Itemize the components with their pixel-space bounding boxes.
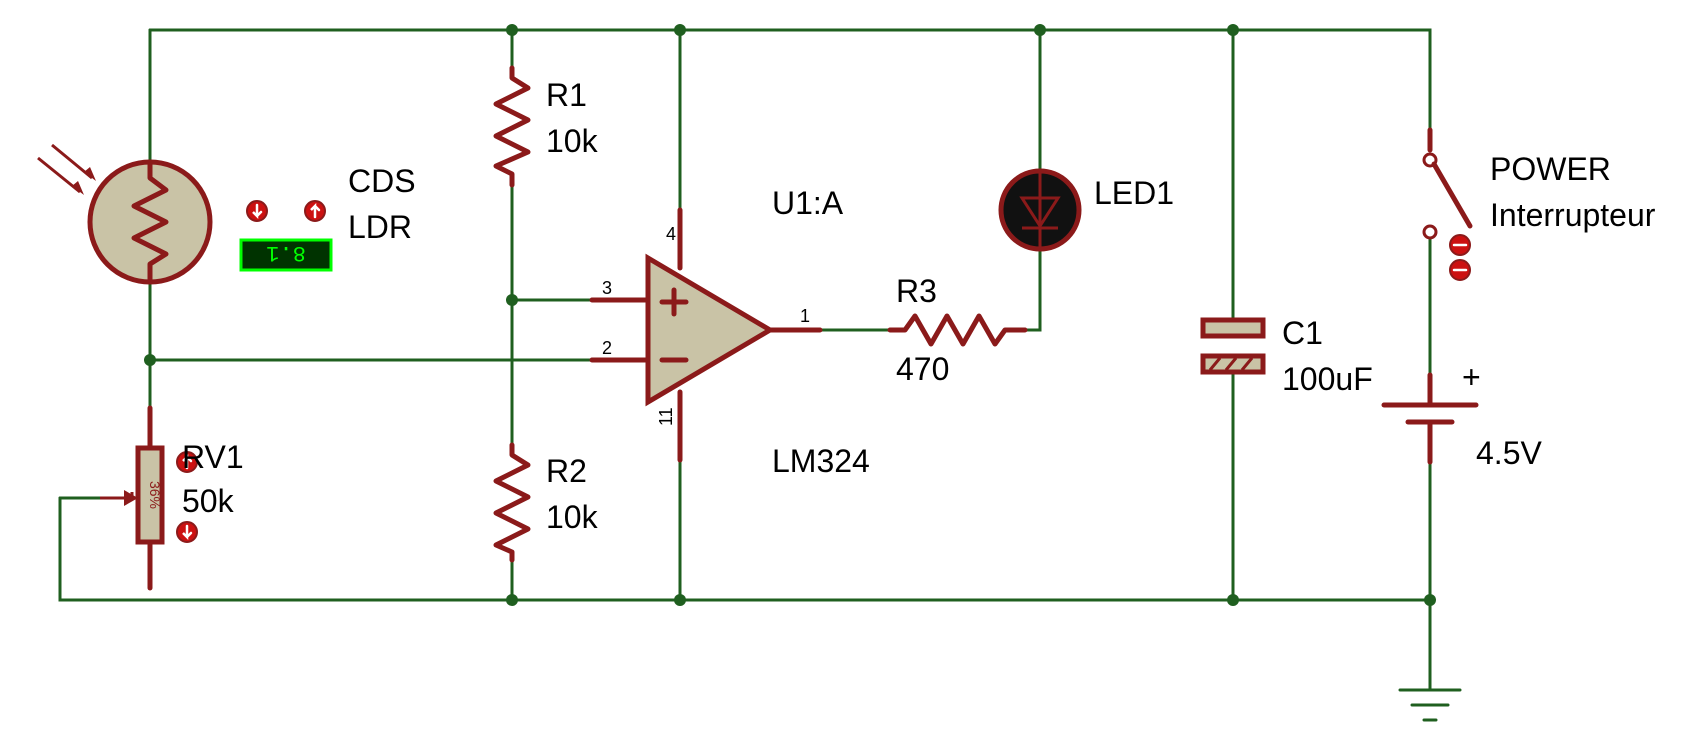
ldr-component[interactable]: 8.1 CDS LDR bbox=[37, 143, 416, 285]
opamp-body bbox=[645, 253, 775, 407]
junctions bbox=[144, 24, 1436, 606]
opamp-pin-out: 1 bbox=[800, 306, 810, 326]
led-component[interactable]: LED1 bbox=[998, 168, 1174, 252]
opamp-pin-in-plus: 3 bbox=[602, 278, 612, 298]
ldr-probe-down-icon[interactable] bbox=[246, 200, 268, 222]
light-arrows-icon bbox=[37, 143, 96, 195]
opamp-name-label: U1:A bbox=[772, 185, 844, 221]
c1-component[interactable]: C1 100uF bbox=[1200, 315, 1373, 397]
ldr-resistor-zigzag bbox=[131, 159, 169, 285]
junction-ldr-rv1 bbox=[144, 354, 156, 366]
r1-value-label: 10k bbox=[546, 123, 599, 159]
rv1-body bbox=[135, 445, 165, 545]
switch-type-label: Interrupteur bbox=[1490, 197, 1656, 233]
ground-icon bbox=[1398, 688, 1462, 722]
battery-component[interactable]: + 4.5V bbox=[1381, 359, 1542, 471]
diode-icon bbox=[1019, 172, 1061, 248]
ldr-probe-up-icon[interactable] bbox=[304, 200, 326, 222]
plus-icon bbox=[659, 287, 689, 317]
r2-value-label: 10k bbox=[546, 499, 599, 535]
ldr-meter-reading: 8.1 bbox=[266, 240, 306, 265]
r2-name-label: R2 bbox=[546, 453, 587, 489]
junction-top-opamp bbox=[674, 24, 686, 36]
rv1-name-label: RV1 bbox=[182, 439, 244, 475]
opamp-part-label: LM324 bbox=[772, 443, 870, 479]
ldr-meter-display: 8.1 bbox=[239, 238, 333, 272]
ldr-name-label: CDS bbox=[348, 163, 416, 199]
junction-bottom-r2 bbox=[506, 594, 518, 606]
r1-name-label: R1 bbox=[546, 77, 587, 113]
led-name-label: LED1 bbox=[1094, 175, 1174, 211]
junction-top-c1 bbox=[1227, 24, 1239, 36]
battery-value-label: 4.5V bbox=[1476, 435, 1542, 471]
r2-zigzag bbox=[493, 442, 531, 563]
rv1-component[interactable]: 36% RV1 50k bbox=[100, 405, 244, 591]
r3-zigzag bbox=[887, 313, 1028, 347]
opamp-pin-vcc: 4 bbox=[666, 224, 676, 244]
r3-value-label: 470 bbox=[896, 351, 949, 387]
rv1-value-label: 50k bbox=[182, 483, 235, 519]
rv1-probe-up-icon[interactable] bbox=[176, 451, 198, 473]
r3-name-label: R3 bbox=[896, 273, 937, 309]
wire-top-rail bbox=[148, 28, 1432, 132]
junction-divider bbox=[506, 294, 518, 306]
switch-lever bbox=[1431, 161, 1473, 229]
power-switch[interactable]: POWER Interrupteur bbox=[1422, 127, 1656, 281]
wire-bottom-rail bbox=[58, 496, 1432, 602]
r1-component[interactable]: R1 10k bbox=[493, 65, 599, 188]
r3-component[interactable]: R3 470 bbox=[887, 273, 1028, 387]
opamp-component[interactable]: 4 3 2 1 11 U1:A LM324 bbox=[589, 185, 870, 479]
junction-top-led bbox=[1034, 24, 1046, 36]
switch-probe-down-icon[interactable] bbox=[1449, 259, 1471, 281]
junction-top-r1 bbox=[506, 24, 518, 36]
c1-value-label: 100uF bbox=[1282, 361, 1373, 397]
c1-plate-top bbox=[1200, 317, 1266, 339]
rv1-wiper-percent: 36% bbox=[147, 481, 163, 509]
ldr-type-label: LDR bbox=[348, 209, 412, 245]
junction-bottom-ground bbox=[1424, 594, 1436, 606]
rv1-probe-down-icon[interactable] bbox=[176, 521, 198, 543]
junction-bottom-c1 bbox=[1227, 594, 1239, 606]
r2-component[interactable]: R2 10k bbox=[493, 442, 599, 563]
c1-hatch-icon bbox=[1208, 357, 1254, 371]
switch-name-label: POWER bbox=[1490, 151, 1611, 187]
wires bbox=[58, 28, 1432, 692]
r1-zigzag bbox=[493, 65, 531, 188]
battery-polarity: + bbox=[1462, 359, 1481, 395]
wire-led-r3 bbox=[1023, 248, 1042, 332]
junction-bottom-opamp bbox=[674, 594, 686, 606]
opamp-pin-gnd: 11 bbox=[656, 407, 676, 426]
opamp-pin-in-minus: 2 bbox=[602, 338, 612, 358]
switch-probe-up-icon[interactable] bbox=[1449, 234, 1471, 256]
rv1-wiper-arrow-icon bbox=[124, 490, 138, 506]
c1-name-label: C1 bbox=[1282, 315, 1323, 351]
